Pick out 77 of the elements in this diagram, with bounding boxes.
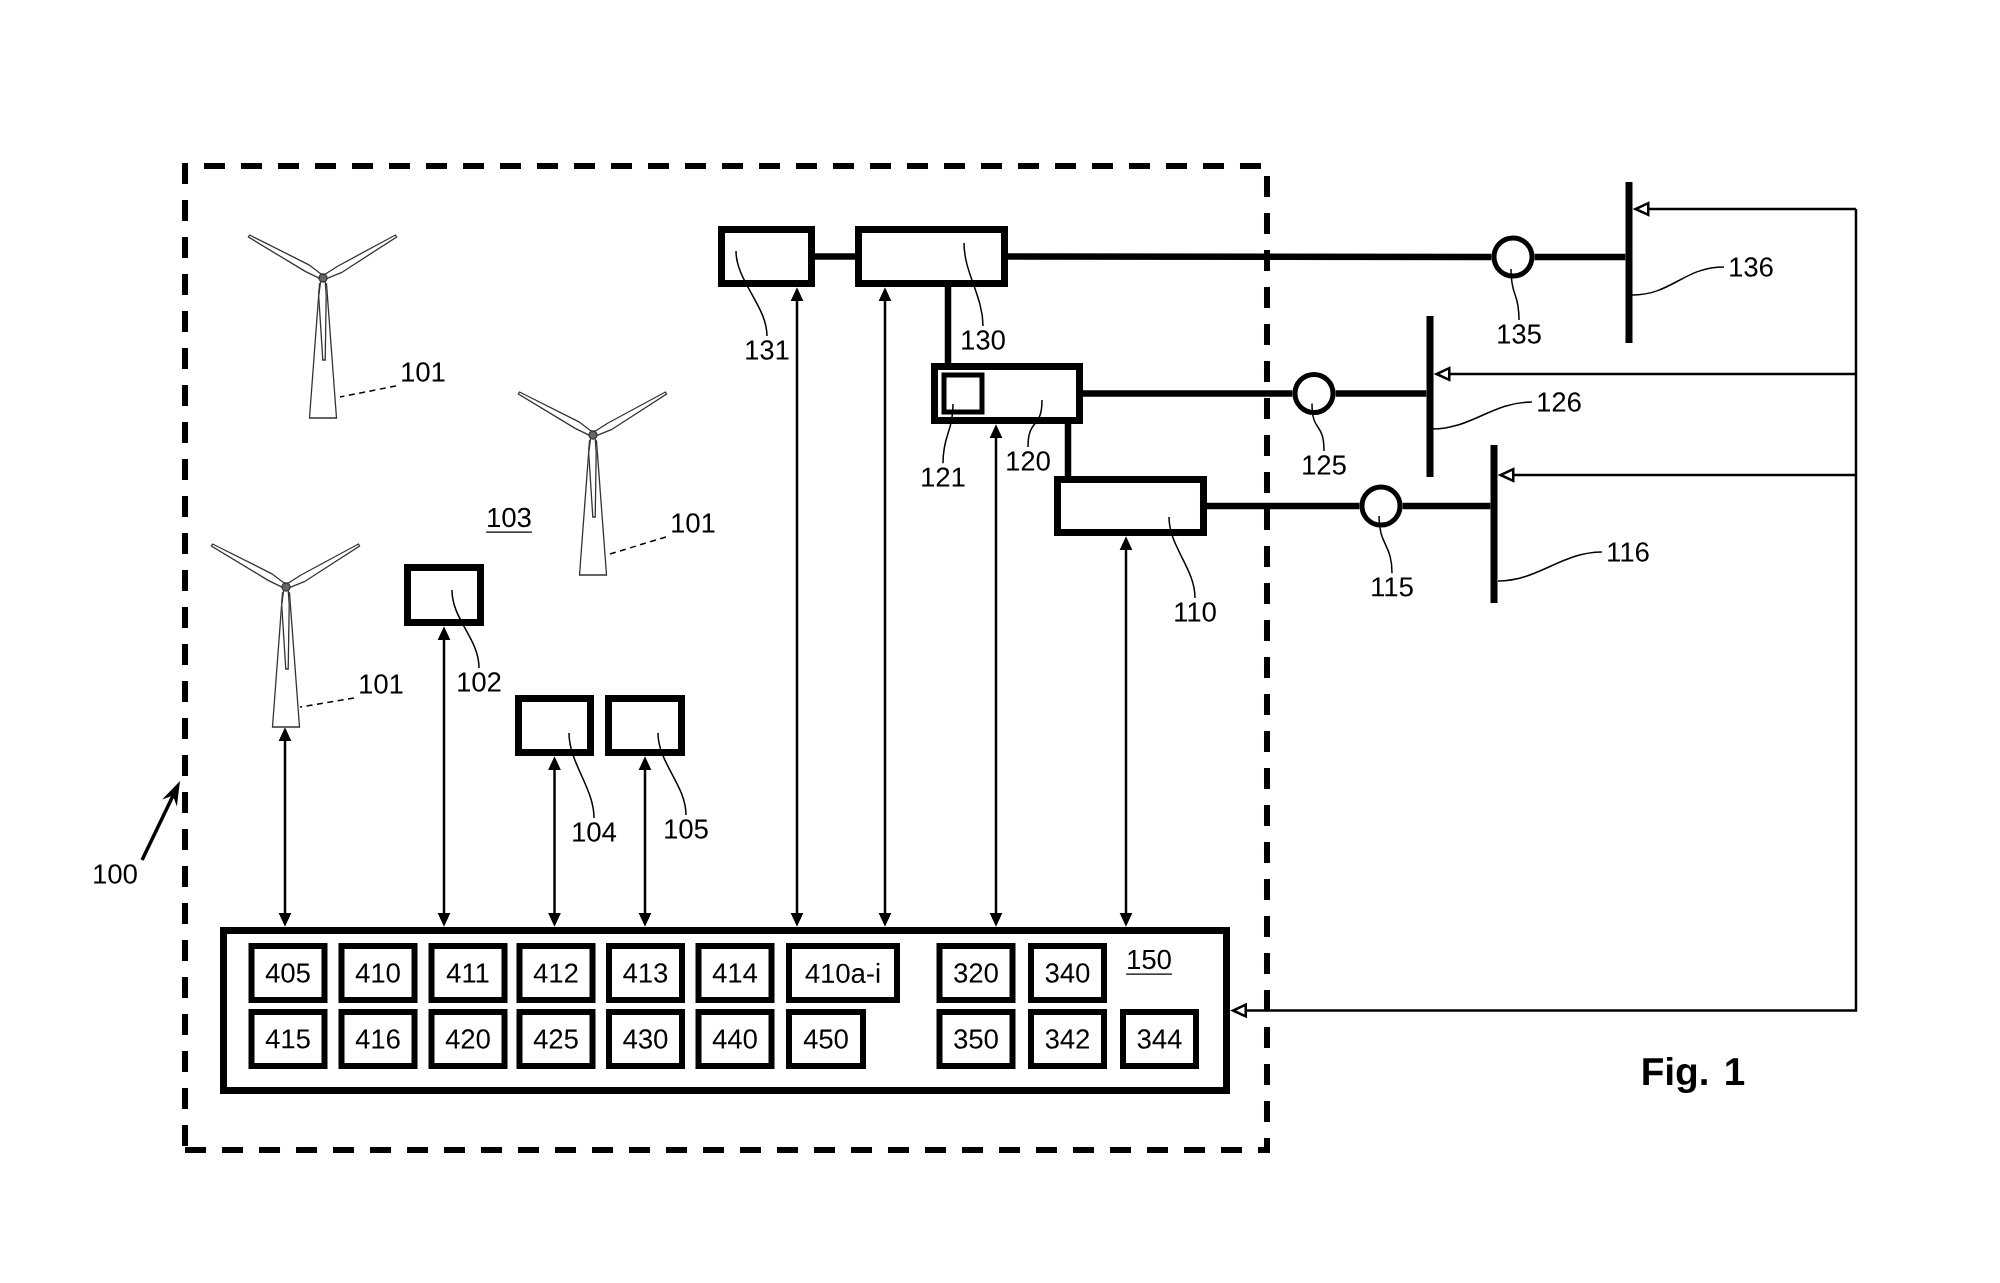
block: 420	[428, 1009, 508, 1069]
leader-line	[1510, 268, 1520, 321]
leader-line	[942, 403, 954, 464]
reference-numeral: 136	[1730, 257, 1773, 277]
block: 410	[338, 943, 418, 1003]
block: 340	[1028, 943, 1107, 1003]
leader-line	[339, 385, 397, 398]
leader-line	[1027, 399, 1043, 448]
leader-line	[657, 732, 687, 816]
block: 416	[338, 1009, 418, 1069]
block	[855, 226, 1008, 287]
dashed-frame	[182, 163, 1270, 1153]
reference-numeral: 102	[458, 672, 501, 692]
circle-symbol	[1491, 235, 1535, 279]
circle-symbol	[1292, 372, 1336, 415]
connection-line	[1008, 253, 1492, 261]
block	[404, 564, 484, 626]
busbar	[1426, 316, 1434, 477]
connection-line	[1335, 390, 1427, 397]
leader-line	[1631, 266, 1725, 296]
leader-line	[1168, 516, 1196, 599]
block: 450	[786, 1009, 866, 1069]
block: 425	[516, 1009, 596, 1069]
reference-numeral: 100	[94, 864, 137, 884]
block: 414	[695, 943, 775, 1003]
busbar	[1490, 445, 1498, 603]
reference-numeral: 101	[360, 674, 403, 694]
leader-line	[1378, 515, 1393, 574]
block: 342	[1028, 1009, 1107, 1069]
leader-line	[1497, 551, 1603, 582]
figure-caption: Fig. 1	[1643, 1056, 1745, 1094]
connection-line	[1402, 502, 1491, 510]
block: 413	[606, 943, 685, 1003]
leader-line	[451, 589, 480, 669]
reference-numeral: 125	[1303, 455, 1346, 475]
leader-line	[963, 242, 984, 327]
block: 410a-i	[786, 943, 900, 1003]
circle-symbol	[1359, 484, 1403, 528]
leader-line	[1431, 401, 1533, 430]
reference-numeral: 135	[1498, 324, 1541, 344]
block	[1054, 476, 1207, 536]
block: 350	[936, 1009, 1016, 1069]
reference-numeral: 101	[672, 513, 715, 533]
leader-line	[1311, 402, 1325, 452]
block: 320	[936, 943, 1016, 1003]
busbar	[1625, 182, 1633, 343]
reference-numeral: 104	[573, 822, 617, 842]
block: 412	[516, 943, 596, 1003]
block: 405	[248, 943, 328, 1003]
leader-line	[735, 250, 768, 337]
block: 415	[248, 1009, 328, 1069]
connection-line	[1534, 253, 1626, 261]
block	[605, 695, 685, 756]
block: 344	[1120, 1009, 1199, 1069]
block	[718, 226, 815, 287]
leader-line	[299, 697, 355, 708]
wind-turbine	[247, 234, 398, 419]
reference-numeral: 126	[1538, 392, 1581, 412]
block: 430	[606, 1009, 685, 1069]
reference-numeral: 116	[1608, 542, 1649, 562]
reference-numeral: 131	[746, 340, 789, 360]
block	[941, 372, 985, 415]
leader-line	[609, 536, 667, 555]
reference-numeral: 101	[402, 362, 445, 382]
wind-turbine	[210, 543, 361, 728]
block	[515, 695, 594, 756]
reference-numeral: 103	[485, 507, 533, 533]
reference-numeral: 120	[1007, 451, 1050, 471]
block	[931, 363, 1083, 424]
block: 411	[428, 943, 508, 1003]
block: 440	[695, 1009, 775, 1069]
reference-numeral: 115	[1372, 577, 1413, 597]
leader-line	[568, 732, 595, 819]
reference-numeral: 105	[665, 819, 708, 839]
reference-numeral: 130	[962, 330, 1005, 350]
reference-numeral: 121	[922, 467, 965, 487]
reference-numeral: 110	[1175, 602, 1216, 622]
